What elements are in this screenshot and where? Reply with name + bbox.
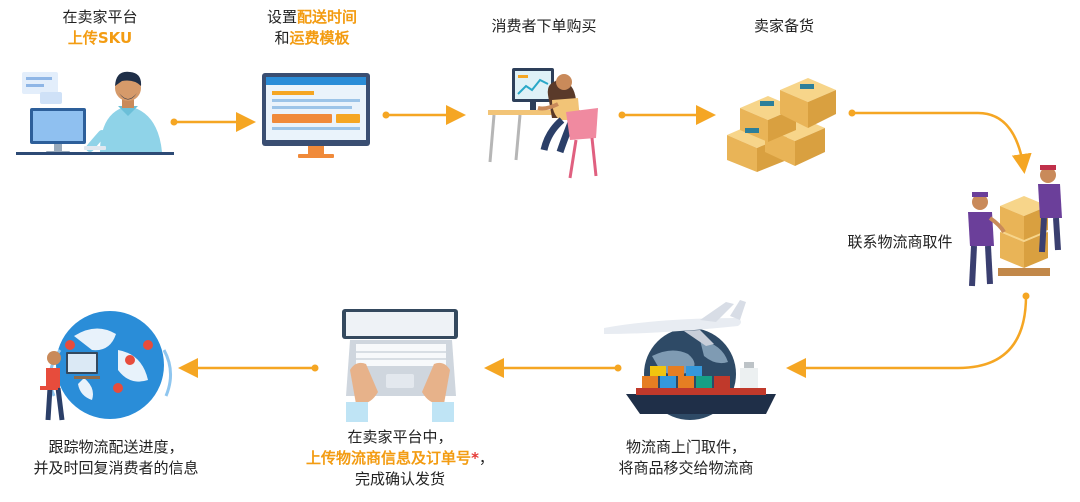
label-text: 消费者下单购买 [491,17,597,35]
label-text: 设置 [266,8,297,26]
step-label-line: 和运费模板 [226,28,398,49]
step-label-line: 上传SKU [14,28,186,49]
label-highlight: 运费模板 [289,29,350,47]
label-text: 将商品移交给物流商 [618,459,754,477]
step-label-upload-sku: 在卖家平台 上传SKU [14,7,186,49]
step-label-line: 联系物流商取件 [822,232,978,253]
flow-connectors [174,105,1032,378]
step-label-line: 消费者下单购买 [458,16,630,37]
label-text: 完成确认发货 [354,470,445,488]
arrow-step5-to-step6 [786,295,1028,378]
step-label-line: 跟踪物流配送进度， [8,437,224,458]
label-highlight: 上传SKU [67,29,133,47]
step-label-line: 在卖家平台中， [282,427,518,448]
label-text: 物流商上门取件， [625,438,746,456]
monitor-template-icon [262,73,370,158]
step-label-line: 卖家备货 [698,16,870,37]
plane-ship-globe-icon [604,300,776,420]
step-label-line: 并及时回复消费者的信息 [8,458,224,479]
courier-workers-icon [968,165,1062,287]
required-asterisk: * [471,449,479,467]
step-label-carrier-pickup: 物流商上门取件， 将商品移交给物流商 [584,437,788,479]
arrow-step4-to-step5 [852,111,1032,174]
step-label-line: 完成确认发货 [282,469,518,490]
step-label-line: 设置配送时间 [226,7,398,28]
shopper-at-desk-icon [488,68,598,179]
step-label-line: 将商品移交给物流商 [584,458,788,479]
label-text: 在卖家平台中， [347,428,453,446]
step-label-consumer-order: 消费者下单购买 [458,16,630,37]
step-label-contact-carrier: 联系物流商取件 [822,232,978,253]
person-at-computer-icon [16,71,174,155]
step-label-line: 在卖家平台 [14,7,186,28]
label-text: 和 [274,29,290,47]
label-text: ， [478,449,494,467]
connector-dots [170,109,1030,372]
label-text: 并及时回复消费者的信息 [33,459,199,477]
laptop-typing-icon [342,309,458,422]
label-text: 卖家备货 [753,17,814,35]
globe-tracking-icon [40,311,172,421]
label-text: 联系物流商取件 [847,233,953,251]
label-text: 在卖家平台 [62,8,138,26]
label-highlight: 配送时间 [297,8,358,26]
step-label-shipping-settings: 设置配送时间 和运费模板 [226,7,398,49]
label-text: 跟踪物流配送进度， [48,438,184,456]
step-label-track-delivery: 跟踪物流配送进度， 并及时回复消费者的信息 [8,437,224,479]
step-label-confirm-shipment: 在卖家平台中， 上传物流商信息及订单号*， 完成确认发货 [282,427,518,490]
label-highlight: 上传物流商信息及订单号 [306,449,472,467]
step-label-line: 上传物流商信息及订单号*， [282,448,518,469]
stacked-boxes-icon [727,78,836,172]
step-label-line: 物流商上门取件， [584,437,788,458]
step-label-seller-stock: 卖家备货 [698,16,870,37]
